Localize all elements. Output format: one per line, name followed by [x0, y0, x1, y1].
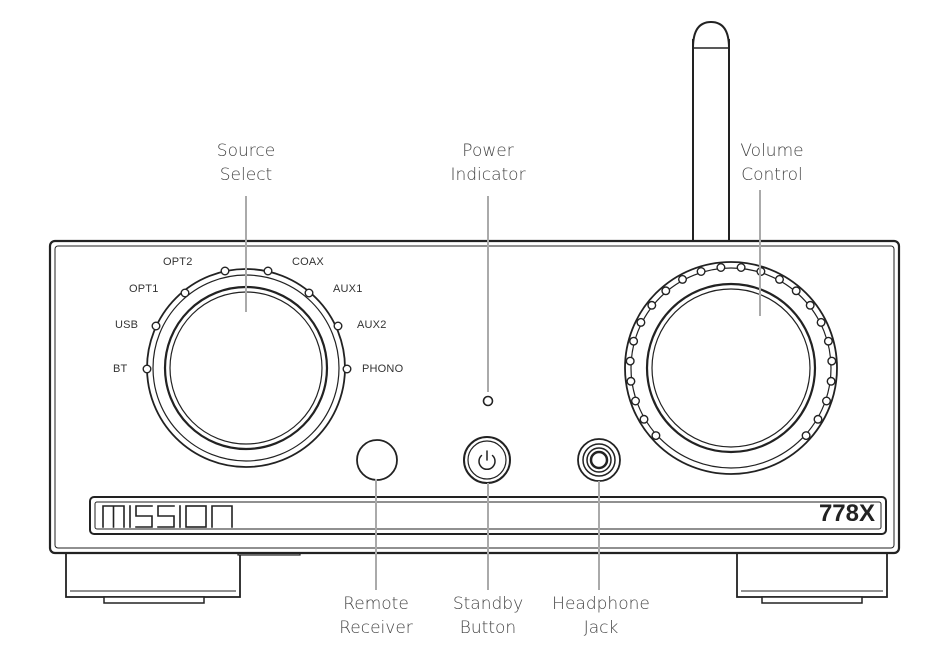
callout-volume-control-line2: Control	[741, 165, 803, 185]
source-led-2	[151, 321, 161, 331]
volume-led-11	[696, 267, 706, 277]
volume-led-17	[805, 300, 815, 310]
source-label-usb: USB	[115, 319, 139, 331]
volume-led-23	[813, 414, 823, 424]
volume-led-9	[661, 286, 671, 296]
volume-led-19	[823, 336, 833, 346]
headphone-jack[interactable]	[577, 438, 621, 482]
source-led-8	[342, 364, 352, 374]
volume-led-16	[791, 286, 801, 296]
callout-volume-control: Volume Control	[702, 139, 842, 187]
mission-logo	[102, 505, 233, 528]
volume-led-ring	[625, 263, 837, 441]
callout-source-select-line2: Select	[219, 165, 273, 185]
source-led-3	[180, 288, 190, 298]
callout-remote-receiver: Remote Receiver	[306, 592, 446, 640]
callout-volume-control-line1: Volume	[740, 141, 804, 161]
callout-source-select: Source Select	[176, 139, 316, 187]
source-label-opt1: OPT1	[129, 283, 159, 295]
source-label-coax: COAX	[292, 256, 324, 268]
volume-led-6	[629, 336, 639, 346]
volume-led-12	[716, 263, 726, 273]
source-label-aux1: AUX1	[333, 283, 363, 295]
callout-power-indicator: Power Indicator	[418, 139, 558, 187]
volume-led-20	[827, 356, 837, 366]
callout-source-select-line1: Source	[216, 141, 276, 161]
volume-led-18	[816, 317, 826, 327]
source-led-7	[333, 321, 343, 331]
volume-led-21	[826, 376, 836, 386]
volume-led-2	[639, 414, 649, 424]
volume-led-15	[775, 274, 785, 284]
source-led-5	[263, 266, 273, 276]
power-icon	[478, 450, 496, 470]
source-label-phono: PHONO	[362, 363, 404, 375]
right-foot	[736, 550, 888, 604]
volume-led-3	[631, 396, 641, 406]
volume-control-knob[interactable]	[624, 261, 838, 475]
callout-headphone-jack: Headphone Jack	[531, 592, 671, 640]
callout-power-indicator-line2: Indicator	[450, 165, 526, 185]
left-foot	[65, 550, 241, 604]
source-label-bt: BT	[113, 363, 128, 375]
volume-led-22	[822, 396, 832, 406]
callout-headphone-jack-line2: Jack	[583, 618, 619, 638]
source-led-4	[220, 266, 230, 276]
volume-led-24	[801, 431, 811, 441]
source-select-knob[interactable]	[146, 268, 346, 468]
volume-led-1	[651, 431, 661, 441]
callout-standby-button-line1: Standby	[452, 594, 524, 614]
volume-led-8	[647, 300, 657, 310]
volume-led-4	[626, 376, 636, 386]
source-led-ring	[142, 266, 352, 374]
volume-led-13	[736, 263, 746, 273]
volume-led-10	[678, 274, 688, 284]
callout-headphone-jack-line1: Headphone	[552, 594, 650, 614]
callout-power-indicator-line1: Power	[462, 141, 514, 161]
callout-remote-receiver-line2: Receiver	[339, 618, 413, 638]
callout-remote-receiver-line1: Remote	[343, 594, 409, 614]
source-label-aux2: AUX2	[357, 319, 387, 331]
model-name: 778X	[818, 500, 875, 527]
wifi-antenna	[692, 20, 730, 243]
remote-receiver-window	[356, 439, 398, 481]
callout-leader-lines	[245, 190, 761, 590]
source-label-opt2: OPT2	[163, 256, 193, 268]
callout-standby-button-line2: Button	[459, 618, 517, 638]
power-indicator-led	[482, 395, 494, 407]
volume-led-7	[636, 317, 646, 327]
callout-standby-button: Standby Button	[418, 592, 558, 640]
volume-led-5	[625, 356, 635, 366]
source-led-6	[304, 288, 314, 298]
source-led-1	[142, 364, 152, 374]
